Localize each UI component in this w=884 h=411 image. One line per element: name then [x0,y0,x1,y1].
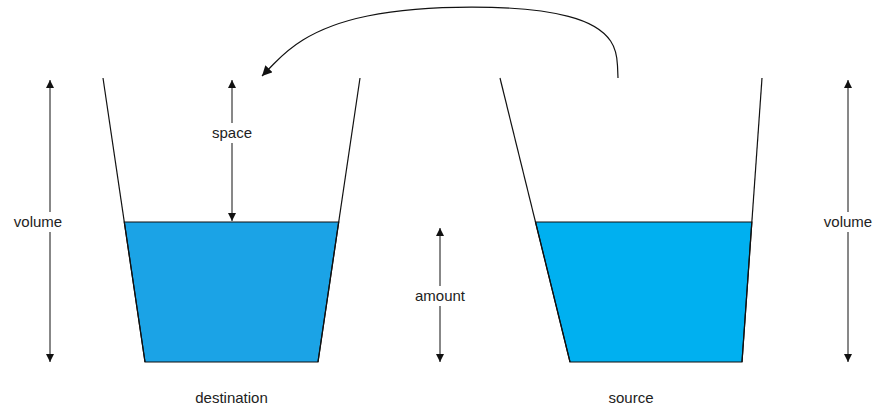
cup-wall [742,78,762,362]
cup-wall [103,78,145,362]
space-dimension [232,80,233,221]
cup-wall [318,78,360,362]
dimension-label: volume [821,212,875,232]
dimension-label: space [209,123,255,143]
cup-outline [500,78,762,408]
cup-wall [500,78,570,362]
water [535,222,751,362]
cup-label: source [500,389,762,406]
dimension-label: volume [11,212,65,232]
water [124,222,338,362]
transfer-arrow [262,7,618,78]
cup-label: destination [103,389,360,406]
dimension-label: amount [412,286,468,306]
cup: source [500,78,762,408]
